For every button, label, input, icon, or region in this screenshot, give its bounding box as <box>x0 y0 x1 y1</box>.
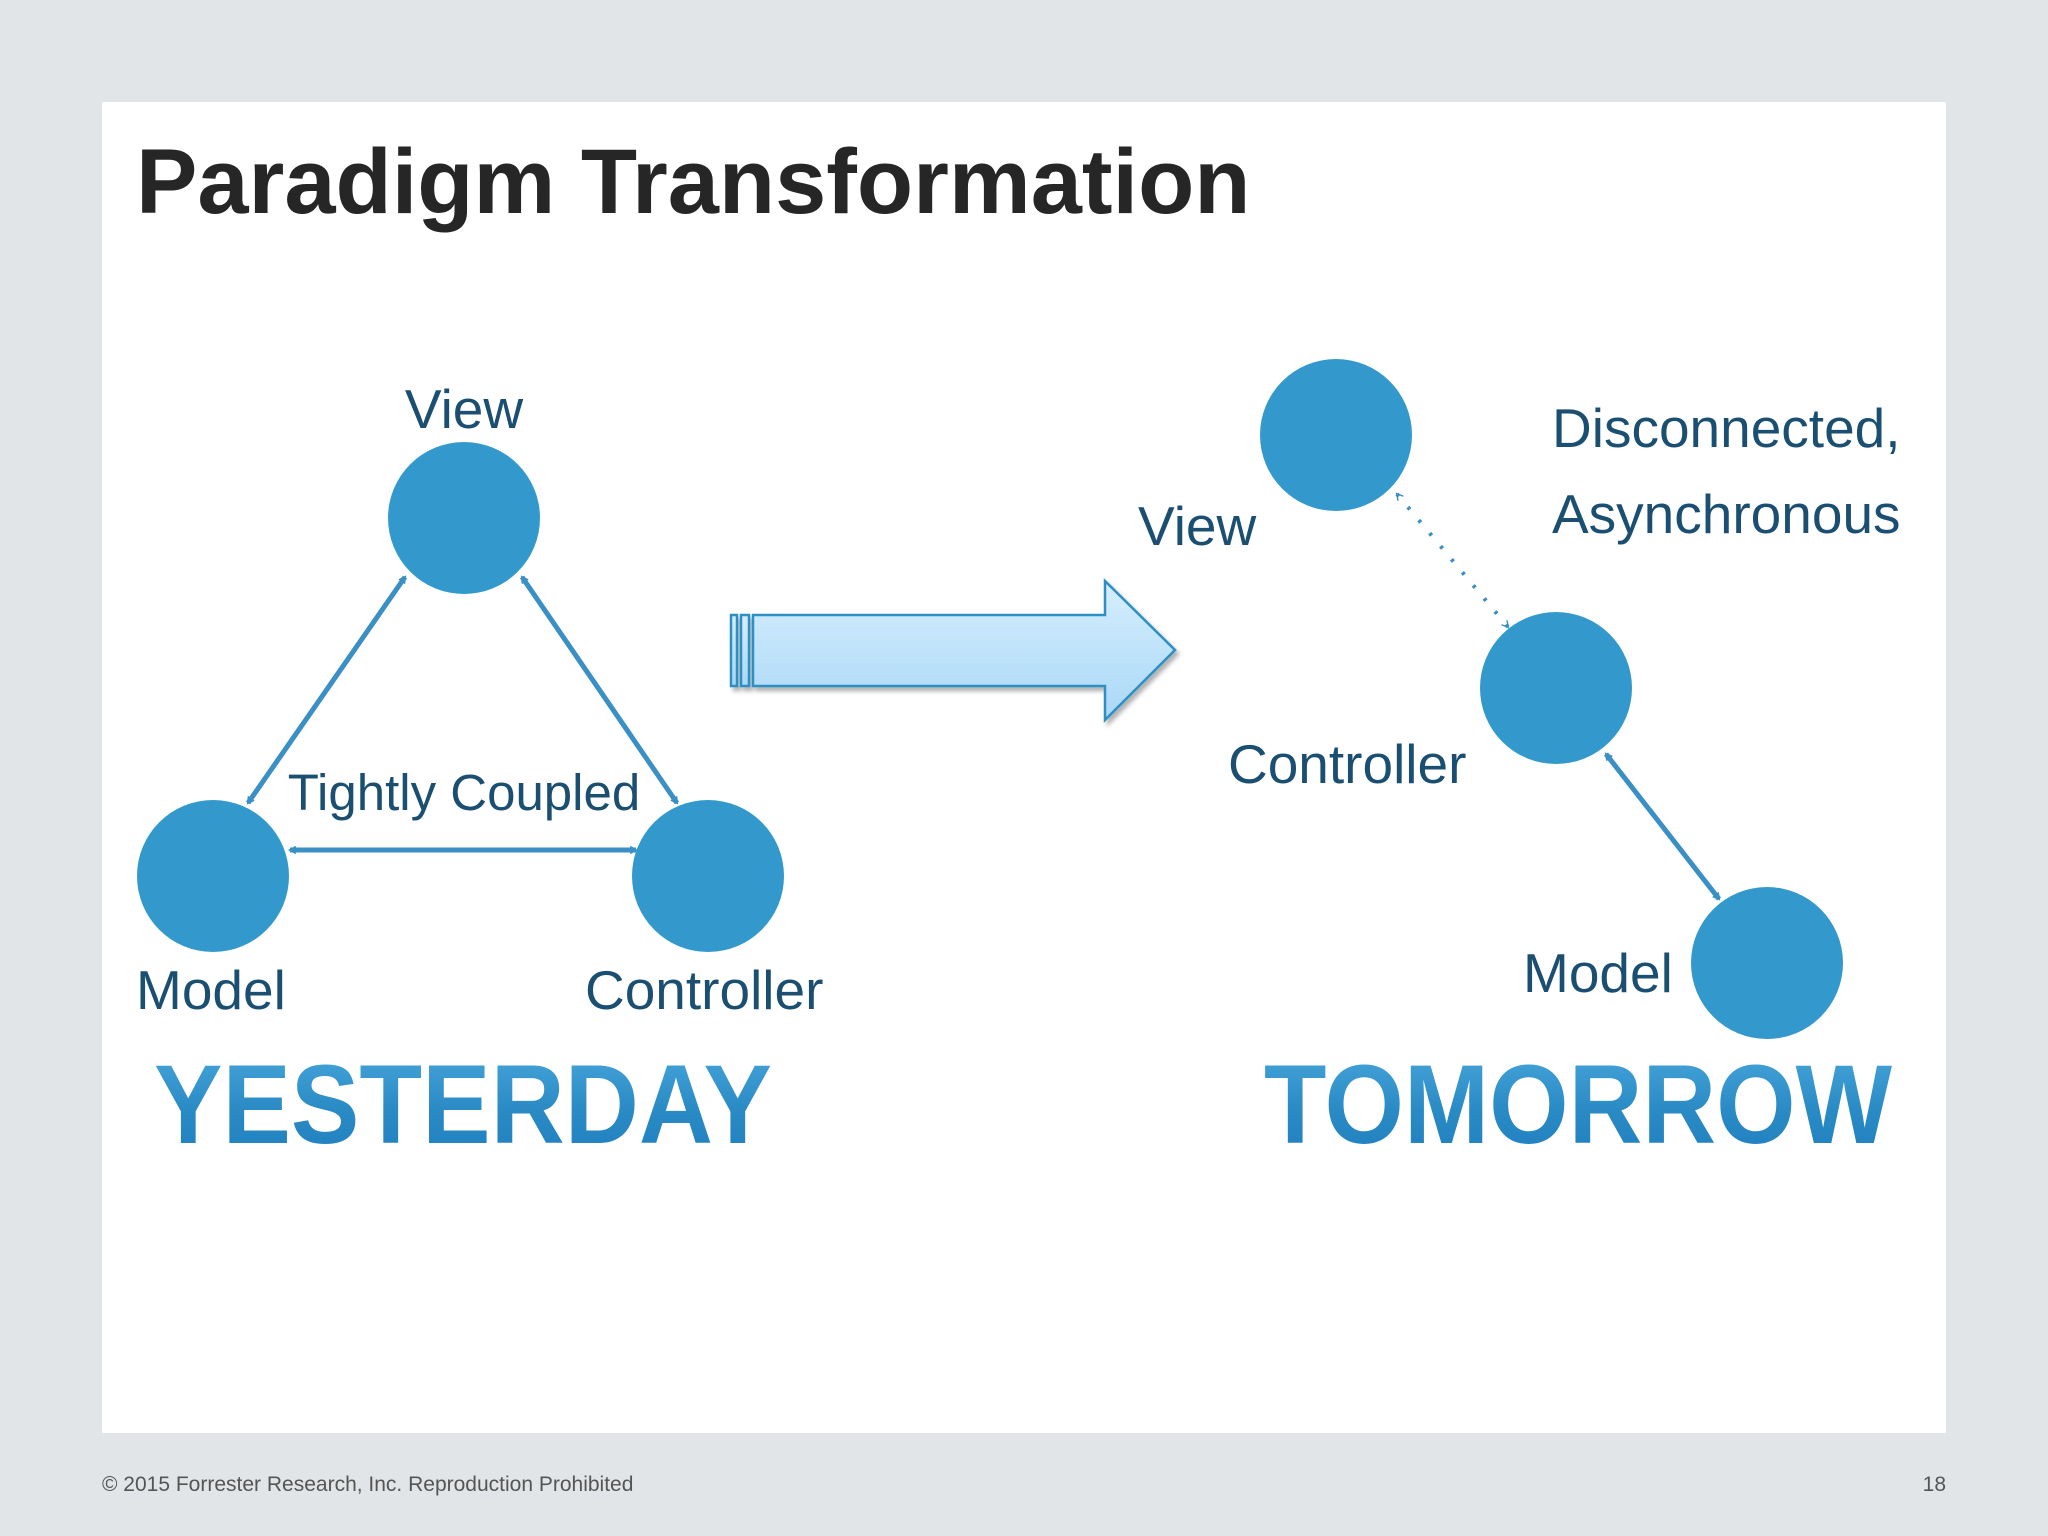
page-number: 18 <box>1923 1473 1946 1496</box>
model-label: Model <box>136 959 286 1021</box>
view-node <box>388 442 540 594</box>
yesterday-caption: YESTERDAY <box>154 1042 772 1167</box>
model-node <box>137 800 289 952</box>
model-node <box>1691 887 1843 1039</box>
relation-label: Tightly Coupled <box>288 764 640 821</box>
transformation-arrow <box>729 578 1177 724</box>
controller-node <box>1480 612 1632 764</box>
tomorrow-caption: TOMORROW <box>1264 1042 1892 1167</box>
controller-node <box>632 800 784 952</box>
view-model-arrow <box>245 575 408 805</box>
tomorrow-diagram: View Disconnected, Asynchronous Controll… <box>1138 359 1901 1167</box>
view-label: View <box>405 378 523 440</box>
controller-label: Controller <box>1228 733 1466 795</box>
view-label: View <box>1138 495 1256 557</box>
slide-title: Paradigm Transformation <box>136 131 1250 233</box>
relation-label-line2: Asynchronous <box>1552 483 1901 545</box>
yesterday-diagram: View Tightly Coupled Model Controller YE… <box>136 378 823 1167</box>
relation-label-line1: Disconnected, <box>1552 397 1901 459</box>
controller-label: Controller <box>585 959 823 1021</box>
view-node <box>1260 359 1412 511</box>
view-controller-arrow <box>519 575 680 805</box>
view-controller-dotted-arrow <box>1395 492 1510 629</box>
footer-copyright: © 2015 Forrester Research, Inc. Reproduc… <box>102 1473 633 1496</box>
controller-model-arrow <box>1604 752 1721 901</box>
model-label: Model <box>1523 942 1673 1004</box>
